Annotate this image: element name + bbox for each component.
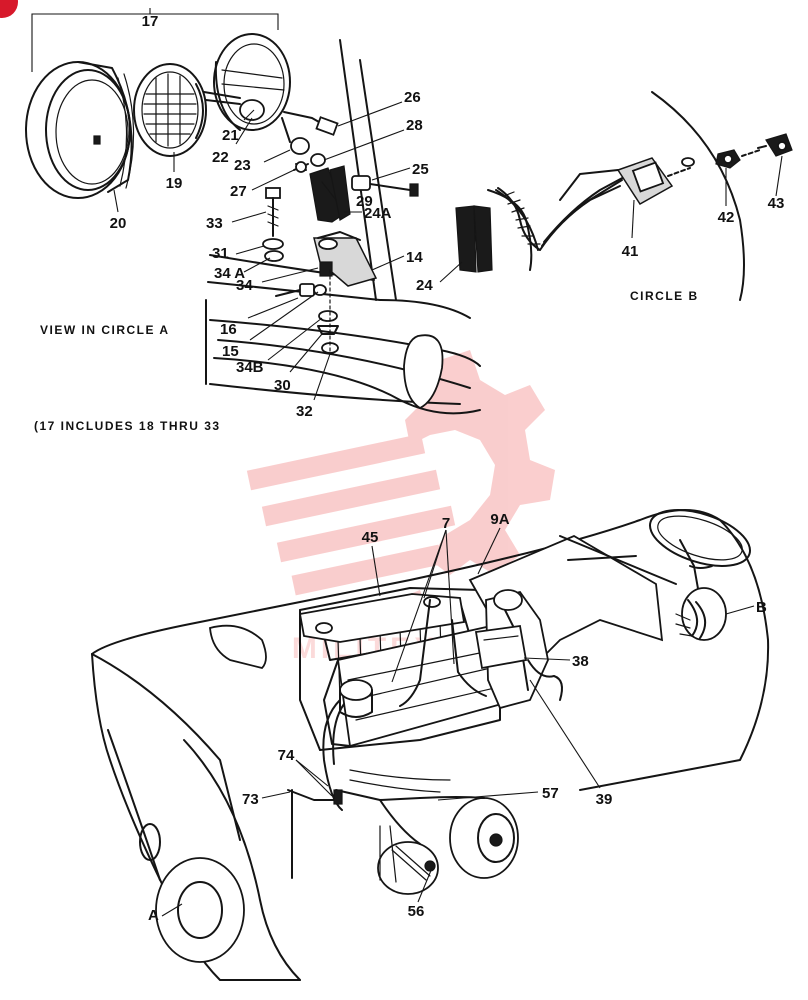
- corner-badge: [0, 0, 18, 18]
- callout-20: 20: [110, 215, 127, 232]
- callout-19: 19: [166, 175, 183, 192]
- callout-9a: 9A: [490, 511, 509, 528]
- callout-31: 31: [212, 245, 229, 262]
- callout-34: 34: [236, 277, 253, 294]
- callout-22: 22: [212, 149, 229, 166]
- callout-24a: 24A: [364, 205, 392, 222]
- callout-32: 32: [296, 403, 313, 420]
- headlight-door-icon: [25, 61, 135, 199]
- callout-34a: 34 A: [214, 265, 245, 282]
- callout-17: 17: [142, 13, 159, 30]
- headlight-assembly: [25, 33, 339, 199]
- sealed-beam-lamp-icon: [133, 63, 207, 157]
- caption-includes-note: (17 INCLUDES 18 THRU 33: [34, 419, 221, 433]
- callout-28: 28: [406, 117, 423, 134]
- callout-a: A: [148, 907, 159, 924]
- callout-15: 15: [222, 343, 239, 360]
- callout-7: 7: [442, 515, 450, 532]
- callout-57: 57: [542, 785, 559, 802]
- callout-41: 41: [622, 243, 639, 260]
- callout-26: 26: [404, 89, 421, 106]
- callout-33: 33: [206, 215, 223, 232]
- callout-34b: 34B: [236, 359, 264, 376]
- caption-view-circle-a: VIEW IN CIRCLE A: [40, 323, 170, 337]
- callout-16: 16: [220, 321, 237, 338]
- callout-b: B: [756, 599, 767, 616]
- callout-labels: 17 26 28 21 22 23 19 20 27 25 29 24A 33 …: [110, 13, 785, 924]
- callout-24: 24: [416, 277, 433, 294]
- headlight-housing-icon: [203, 33, 291, 131]
- caption-circle-b: CIRCLE B: [630, 289, 699, 303]
- callout-30: 30: [274, 377, 291, 394]
- callout-39: 39: [596, 791, 613, 808]
- bracket-assembly: [205, 39, 481, 415]
- callout-21: 21: [222, 127, 239, 144]
- leader-lines: [31, 8, 783, 917]
- circle-b-switch-assembly: [455, 91, 793, 301]
- callout-42: 42: [718, 209, 735, 226]
- callout-23: 23: [234, 157, 251, 174]
- callout-56: 56: [408, 903, 425, 920]
- vehicle-front: [91, 509, 770, 981]
- callout-29: 29: [356, 193, 373, 210]
- callout-14: 14: [406, 249, 423, 266]
- callout-74: 74: [278, 747, 295, 764]
- callout-25: 25: [412, 161, 429, 178]
- callout-73: 73: [242, 791, 259, 808]
- callout-43: 43: [768, 195, 785, 212]
- callout-45: 45: [362, 529, 379, 546]
- callout-27: 27: [230, 183, 247, 200]
- callout-38: 38: [572, 653, 589, 670]
